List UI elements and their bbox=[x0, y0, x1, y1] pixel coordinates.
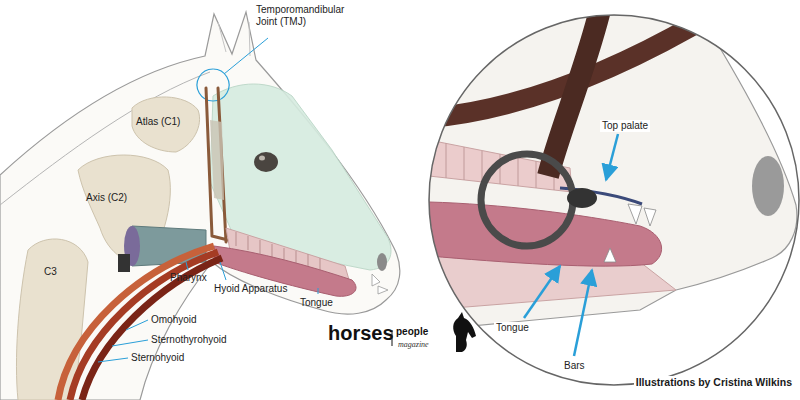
tongue-shape bbox=[214, 246, 356, 296]
part-label: Bars bbox=[562, 360, 587, 372]
incisors bbox=[372, 274, 388, 294]
head-outline bbox=[0, 12, 400, 400]
bit-ring bbox=[481, 154, 573, 246]
hyoid-apparatus bbox=[206, 88, 228, 242]
eye-shine bbox=[259, 156, 265, 161]
atlas-vertebra bbox=[132, 97, 200, 152]
tongue-zoom bbox=[429, 202, 662, 266]
muscle-label: Sternohyoid bbox=[131, 352, 184, 364]
zoom-view bbox=[429, 10, 800, 387]
hyoid-bone bbox=[210, 120, 224, 200]
part-label: Hyoid Apparatus bbox=[214, 283, 287, 295]
vertebra-label: Axis (C2) bbox=[86, 192, 127, 204]
logo-word: people bbox=[396, 326, 428, 338]
nostril-zoom bbox=[752, 156, 784, 216]
eye bbox=[254, 152, 278, 172]
leader-arrow bbox=[574, 270, 592, 356]
logo-word: horses bbox=[328, 322, 394, 345]
ear-inner bbox=[218, 22, 250, 56]
leader-line bbox=[98, 38, 318, 362]
zoom-circle bbox=[429, 15, 799, 385]
leader-arrow bbox=[606, 134, 618, 180]
vertebra-label: Atlas (C1) bbox=[136, 116, 180, 128]
credit-text: Illustrations by Cristina Wilkins bbox=[634, 376, 794, 388]
muscle-label: Sternothyrohyoid bbox=[151, 334, 227, 346]
bit-mouthpiece bbox=[567, 188, 597, 208]
upper-incisors bbox=[628, 204, 656, 226]
sternohyoid-muscle bbox=[58, 246, 214, 400]
lower-incisors bbox=[604, 248, 616, 262]
part-label: Tongue bbox=[300, 297, 333, 309]
muscle-label: Omohyoid bbox=[151, 314, 197, 326]
vertebra-label: C3 bbox=[44, 266, 57, 278]
omohyoid-muscle bbox=[82, 258, 222, 400]
cheek-strap bbox=[548, 10, 600, 176]
part-label: Pharynx bbox=[170, 272, 207, 284]
logo-word: magazine bbox=[398, 340, 429, 349]
nostril bbox=[377, 253, 387, 271]
leader-arrow bbox=[524, 266, 560, 318]
part-label: Top palate bbox=[600, 120, 650, 132]
joint-label: Temporomandibular Joint (TMJ) bbox=[256, 4, 366, 27]
part-label: Tongue bbox=[494, 322, 531, 334]
horse-head bbox=[0, 12, 400, 400]
trachea-cap bbox=[118, 254, 130, 272]
